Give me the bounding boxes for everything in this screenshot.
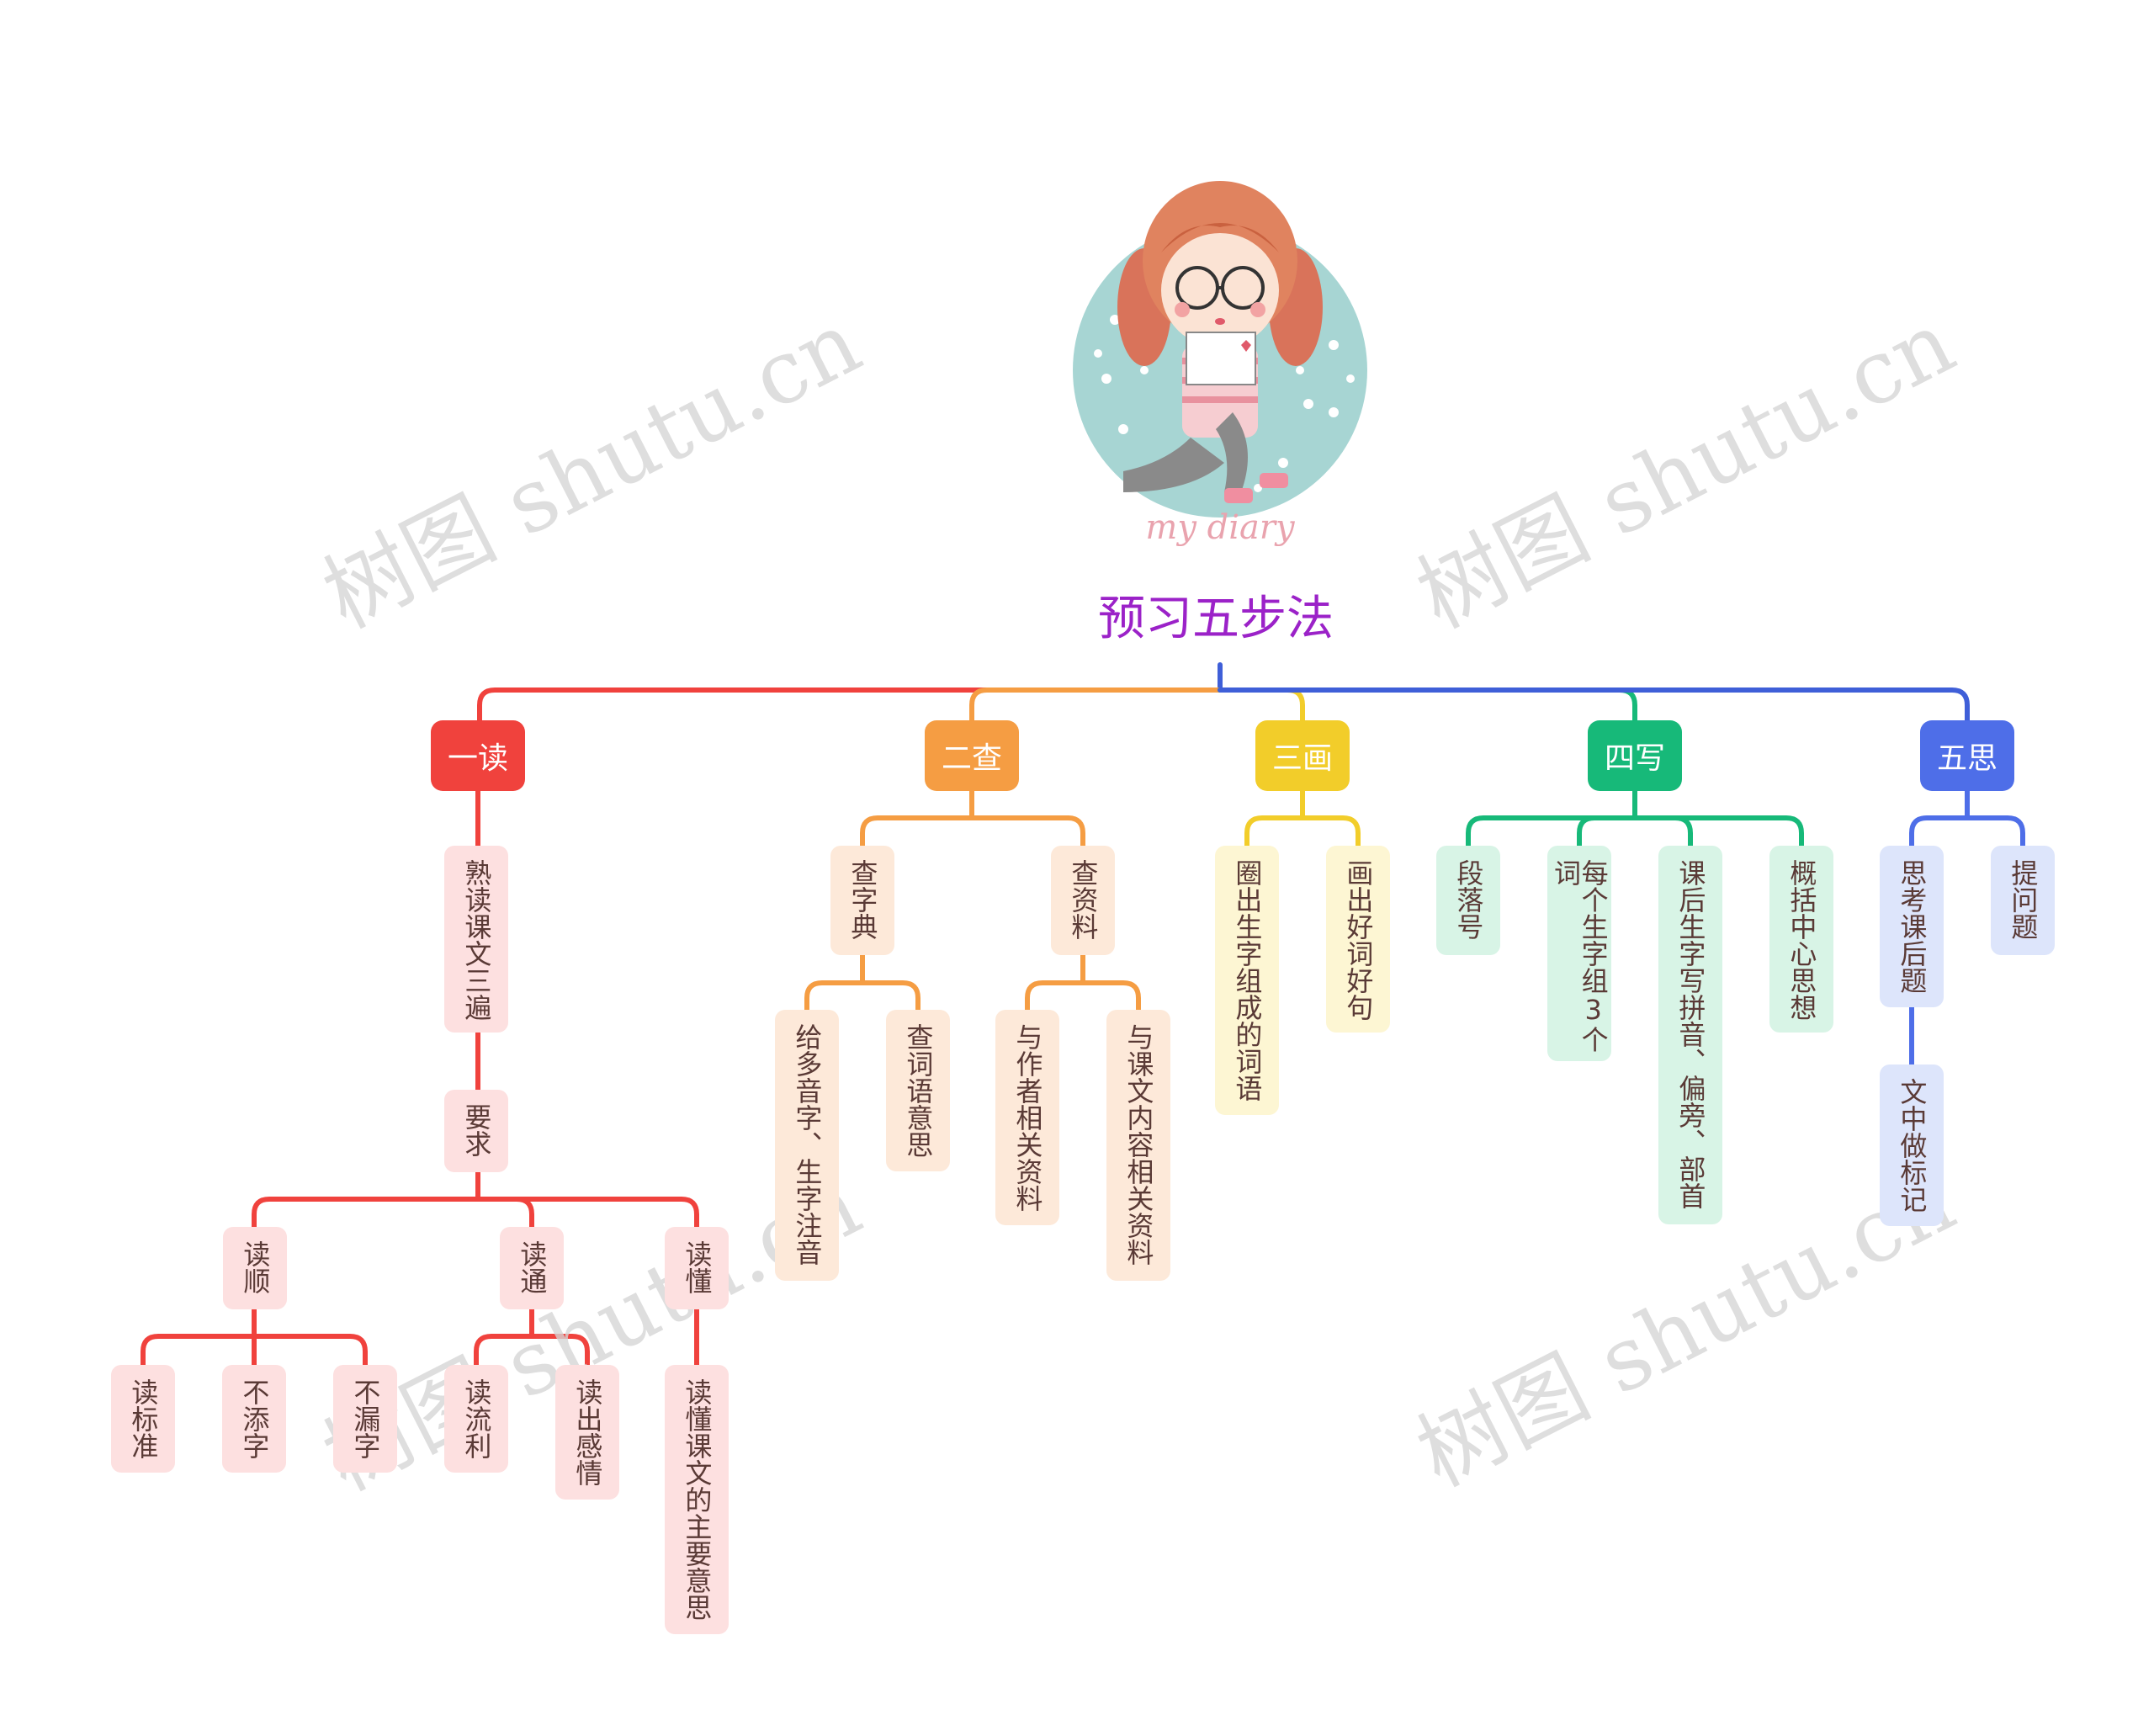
connector-line xyxy=(1300,815,1361,848)
connector-line xyxy=(1218,687,1637,723)
node-main-idea-label: 读懂课文的主要意思 xyxy=(681,1378,714,1621)
illustration-caption: my diary xyxy=(1145,508,1296,547)
connector-line xyxy=(969,815,1085,848)
node-after-class-questions-label: 思考课后题 xyxy=(1896,859,1929,994)
node-requirement[interactable]: 要求 xyxy=(444,1090,508,1172)
node-good-sentences[interactable]: 画出好词好句 xyxy=(1326,846,1390,1033)
node-text-info-label: 与课文内容相关资料 xyxy=(1122,1023,1155,1266)
node-pinyin-radical-label: 课后生字写拼音、偏旁、部首 xyxy=(1674,859,1707,1209)
node-central-idea-label: 概括中心思想 xyxy=(1785,859,1818,1021)
node-three-words[interactable]: 每个生字组3个词 xyxy=(1547,846,1611,1061)
node-text-info[interactable]: 与课文内容相关资料 xyxy=(1106,1010,1170,1281)
node-word-meaning[interactable]: 查词语意思 xyxy=(886,1010,950,1171)
connector-line xyxy=(252,1197,480,1229)
connector-line xyxy=(477,687,1223,723)
connector-line xyxy=(1632,815,1804,848)
connector-line xyxy=(804,980,865,1012)
branch-check[interactable]: 二查 xyxy=(925,720,1019,791)
node-read-three-times-label: 熟读课文三遍 xyxy=(460,859,493,1021)
connector-line xyxy=(1218,687,1970,723)
node-circle-words-label: 圈出生字组成的词语 xyxy=(1231,859,1264,1102)
node-read-fluent[interactable]: 读流利 xyxy=(444,1365,508,1473)
connector-line xyxy=(529,1334,590,1367)
node-materials[interactable]: 查资料 xyxy=(1051,846,1115,955)
node-phonetic-label: 给多音字、生字注音 xyxy=(791,1023,824,1266)
connector-line xyxy=(141,1334,257,1367)
node-read-smooth[interactable]: 读顺 xyxy=(223,1227,287,1309)
node-read-standard[interactable]: 读标准 xyxy=(111,1365,175,1473)
node-read-smooth-label: 读顺 xyxy=(239,1240,272,1294)
node-read-emotion-label: 读出感情 xyxy=(571,1378,604,1486)
node-read-understand[interactable]: 读懂 xyxy=(665,1227,729,1309)
connector-line xyxy=(1577,815,1637,848)
connector-line xyxy=(1466,815,1637,848)
node-ask-questions-label: 提问题 xyxy=(2007,859,2040,940)
node-author-info[interactable]: 与作者相关资料 xyxy=(995,1010,1059,1225)
branch-think[interactable]: 五思 xyxy=(1920,720,2014,791)
node-mark-in-text[interactable]: 文中做标记 xyxy=(1880,1064,1944,1226)
node-mark-in-text-label: 文中做标记 xyxy=(1896,1078,1929,1213)
node-author-info-label: 与作者相关资料 xyxy=(1011,1023,1044,1212)
node-read-standard-label: 读标准 xyxy=(127,1378,160,1459)
node-after-class-questions[interactable]: 思考课后题 xyxy=(1880,846,1944,1007)
connector-line xyxy=(1632,815,1693,848)
connector-line xyxy=(252,1334,368,1367)
connector-line xyxy=(1909,815,1970,848)
connector-line xyxy=(860,815,974,848)
node-no-missing-word-label: 不漏字 xyxy=(349,1378,382,1459)
node-main-idea[interactable]: 读懂课文的主要意思 xyxy=(665,1365,729,1634)
node-phonetic[interactable]: 给多音字、生字注音 xyxy=(775,1010,839,1281)
node-good-sentences-label: 画出好词好句 xyxy=(1342,859,1375,1021)
girl-reading-illustration: my diary xyxy=(1073,181,1367,547)
connector-line xyxy=(1965,815,2025,848)
node-read-fluent-label: 读流利 xyxy=(460,1378,493,1459)
branch-draw[interactable]: 三画 xyxy=(1255,720,1350,791)
node-read-three-times[interactable]: 熟读课文三遍 xyxy=(444,846,508,1033)
connector-line xyxy=(1080,980,1141,1012)
branch-read[interactable]: 一读 xyxy=(431,720,525,791)
node-pinyin-radical[interactable]: 课后生字写拼音、偏旁、部首 xyxy=(1658,846,1722,1224)
node-requirement-label: 要求 xyxy=(460,1103,493,1157)
connector-line xyxy=(474,1334,534,1367)
node-paragraph-number-label: 段落号 xyxy=(1452,859,1485,940)
node-circle-words[interactable]: 圈出生字组成的词语 xyxy=(1215,846,1279,1115)
node-no-extra-word[interactable]: 不添字 xyxy=(222,1365,286,1473)
node-no-extra-word-label: 不添字 xyxy=(238,1378,271,1459)
node-no-missing-word[interactable]: 不漏字 xyxy=(333,1365,397,1473)
node-read-through[interactable]: 读通 xyxy=(500,1227,564,1309)
node-read-emotion[interactable]: 读出感情 xyxy=(555,1365,619,1500)
node-read-through-label: 读通 xyxy=(516,1240,549,1294)
connector-line xyxy=(969,687,1223,723)
central-topic: 预习五步法 xyxy=(1098,592,1334,646)
node-read-understand-label: 读懂 xyxy=(681,1240,714,1294)
node-central-idea[interactable]: 概括中心思想 xyxy=(1769,846,1833,1033)
node-three-words-label: 每个生字组3个词 xyxy=(1550,859,1610,1053)
connector-line xyxy=(475,1197,699,1229)
connector-line xyxy=(475,1197,534,1229)
connector-line xyxy=(860,980,920,1012)
node-word-meaning-label: 查词语意思 xyxy=(902,1023,935,1158)
node-ask-questions[interactable]: 提问题 xyxy=(1991,846,2055,955)
branch-write[interactable]: 四写 xyxy=(1588,720,1682,791)
connector-line xyxy=(1025,980,1085,1012)
node-materials-label: 查资料 xyxy=(1067,859,1100,940)
node-dictionary-label: 查字典 xyxy=(846,859,879,940)
node-paragraph-number[interactable]: 段落号 xyxy=(1436,846,1500,955)
node-dictionary[interactable]: 查字典 xyxy=(830,846,894,955)
connector-line xyxy=(1218,687,1305,723)
connector-line xyxy=(1244,815,1305,848)
